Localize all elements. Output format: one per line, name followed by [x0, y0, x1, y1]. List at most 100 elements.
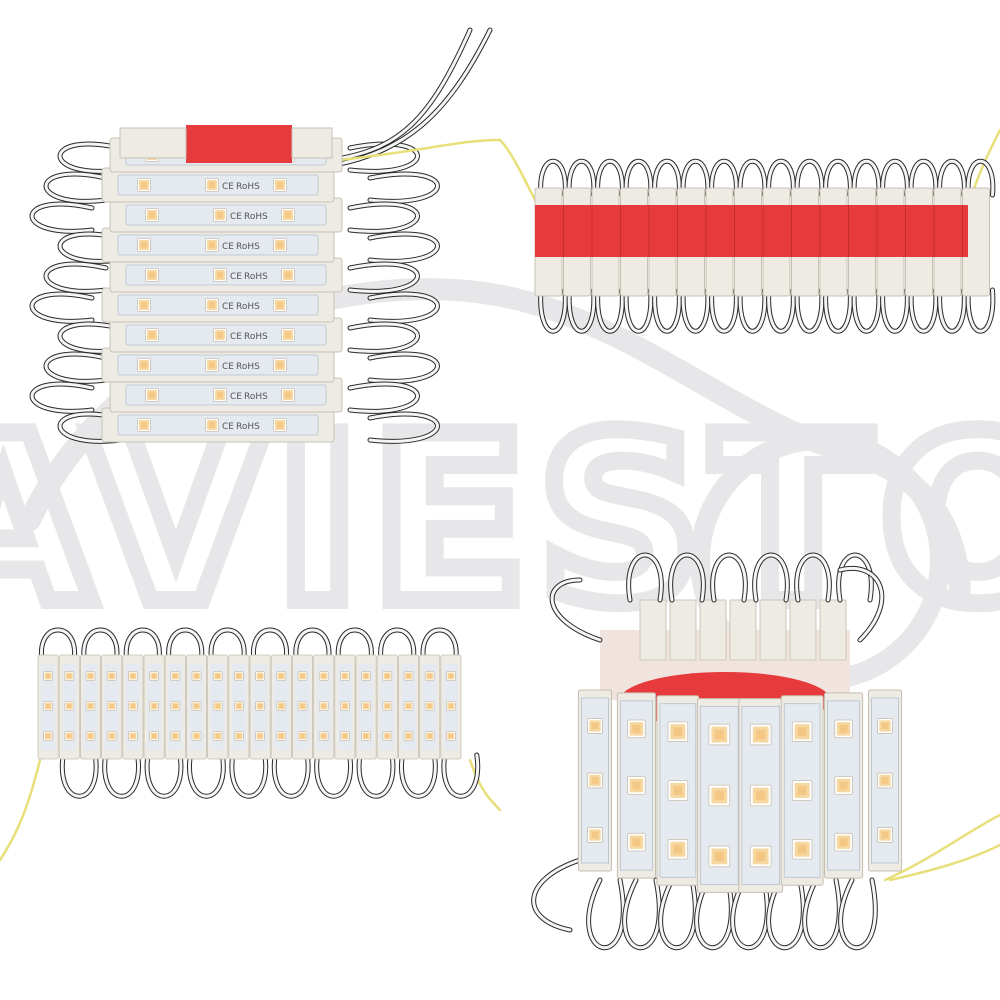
led-core [215, 704, 220, 708]
led-chip [127, 671, 138, 681]
led-core [797, 786, 807, 795]
ce-marking: CE [222, 182, 234, 192]
wire-core [188, 753, 225, 798]
wire-lead-yellow [883, 813, 1000, 882]
led-module [656, 695, 700, 886]
led-chip [297, 701, 308, 711]
led-chip [361, 701, 372, 711]
led-core [285, 212, 291, 218]
led-chip [627, 776, 646, 795]
wire-core [966, 288, 995, 333]
led-chip [361, 671, 372, 681]
led-chip [145, 388, 159, 402]
led-core [149, 392, 155, 398]
led-chip [877, 772, 893, 789]
led-chip [213, 208, 227, 222]
led-chip [281, 328, 295, 342]
rohs-marking: RoHS [244, 212, 268, 222]
led-module [824, 692, 864, 879]
led-chip [708, 784, 731, 807]
wire-core [44, 262, 108, 293]
led-chip [273, 238, 287, 252]
wire-core [624, 288, 653, 333]
led-module [738, 698, 784, 893]
ce-marking: CE [230, 332, 242, 342]
led-chip [403, 671, 414, 681]
led-module [207, 654, 229, 760]
led-core [141, 242, 147, 248]
led-core [141, 362, 147, 368]
led-chip [276, 731, 287, 741]
wire-core [379, 628, 416, 662]
wire-core [348, 202, 419, 233]
wire-yellow-line [883, 813, 1000, 882]
led-core [385, 734, 390, 738]
led-core [756, 790, 766, 801]
wire-core [44, 172, 108, 203]
wire-core [539, 159, 567, 197]
led-core [300, 704, 305, 708]
wire-core [539, 288, 567, 333]
wire-core [400, 753, 437, 798]
led-core [209, 422, 215, 428]
wire-loop-bottom [880, 287, 910, 334]
led-core [209, 362, 215, 368]
wire-loop-left [57, 141, 123, 174]
led-core [109, 734, 114, 738]
back-module [789, 599, 817, 661]
wire-loop-bottom [356, 752, 396, 799]
led-core [448, 734, 453, 738]
led-chip [791, 780, 813, 801]
led-chip [339, 701, 350, 711]
led-core [152, 734, 157, 738]
wire-core [653, 159, 681, 197]
led-core [141, 422, 147, 428]
led-core [321, 704, 326, 708]
wire-loop-right [347, 201, 420, 234]
wire-loop-left [43, 261, 109, 294]
wire-core [795, 288, 824, 333]
wire-lead-yellow [888, 843, 1000, 882]
led-chip [424, 671, 435, 681]
wire-loop-left [43, 351, 109, 384]
wire-loop-left [43, 171, 109, 204]
led-chip [205, 298, 219, 312]
ce-marking: CE [222, 422, 234, 432]
curved-ring-photo [531, 552, 1000, 951]
led-chip [233, 701, 244, 711]
led-chip [145, 208, 159, 222]
led-chip [587, 827, 603, 843]
wire-loop-right [347, 321, 420, 354]
led-core [149, 272, 155, 278]
led-chip [834, 832, 853, 852]
led-chip [273, 358, 287, 372]
led-core [46, 734, 51, 738]
led-chip [708, 845, 731, 868]
led-core [406, 734, 411, 738]
led-core [673, 727, 683, 737]
led-chip [297, 731, 308, 741]
led-core [277, 362, 283, 368]
led-module [185, 654, 207, 760]
led-core [141, 302, 147, 308]
wire-loop-side [531, 857, 583, 933]
led-module [376, 654, 398, 760]
led-chip [281, 388, 295, 402]
rohs-marking: RoHS [236, 242, 260, 252]
wire-core [30, 292, 94, 323]
wire-core [795, 159, 824, 197]
wire-loop-bottom [737, 287, 768, 334]
led-chip [403, 701, 414, 711]
wire-core [596, 288, 624, 333]
wire-loop-top [752, 552, 790, 603]
led-core [209, 242, 215, 248]
rohs-marking: RoHS [244, 392, 268, 402]
led-core [277, 182, 283, 188]
wire-loop-bottom [623, 287, 654, 334]
led-chip [170, 671, 181, 681]
wire-loop-bottom [838, 877, 878, 951]
wire-loop-left [57, 321, 123, 354]
wire-loop-top [851, 158, 882, 198]
wire-loop-bottom [823, 287, 853, 334]
wire-core [294, 628, 331, 662]
